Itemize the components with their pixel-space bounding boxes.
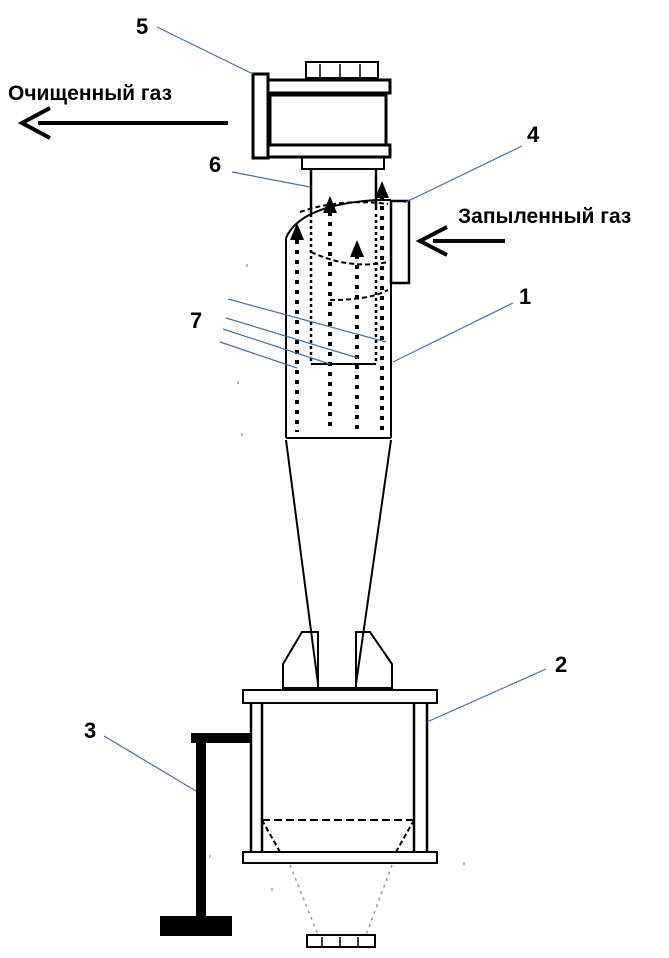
number-1: 1 (519, 284, 531, 309)
leader-lines (103, 26, 547, 792)
number-6: 6 (209, 152, 221, 177)
inlet-gas-label: Запыленный газ (458, 205, 631, 228)
leader-7c (222, 328, 331, 365)
number-4: 4 (527, 122, 540, 147)
outlet-arrow (17, 106, 228, 140)
leader-5 (156, 26, 254, 75)
outlet-assembly (251, 61, 392, 170)
flow-arrowheads (290, 181, 389, 257)
leader-1 (392, 302, 514, 363)
scan-specks (209, 264, 465, 891)
support-stand (160, 733, 251, 936)
inlet-nozzle (389, 199, 411, 285)
leader-2 (426, 668, 547, 723)
number-5: 5 (136, 14, 148, 39)
inlet-arrow (415, 225, 505, 257)
cyclone-body (285, 199, 392, 439)
number-3: 3 (84, 718, 96, 743)
leader-4 (403, 145, 523, 204)
discharge-flange (306, 934, 376, 948)
bunker (242, 689, 438, 864)
leader-7d (219, 341, 298, 369)
lower-hopper (289, 864, 393, 936)
outlet-pipe (309, 170, 378, 215)
leader-7a (227, 298, 387, 343)
leader-6 (231, 171, 311, 188)
number-7: 7 (190, 308, 202, 333)
cyclone-cone (282, 439, 393, 689)
number-2: 2 (555, 652, 567, 677)
outlet-gas-label: Очищенный газ (8, 82, 172, 105)
leader-3 (103, 735, 197, 792)
gas-flow-paths (295, 196, 384, 432)
leader-7b (225, 317, 359, 359)
